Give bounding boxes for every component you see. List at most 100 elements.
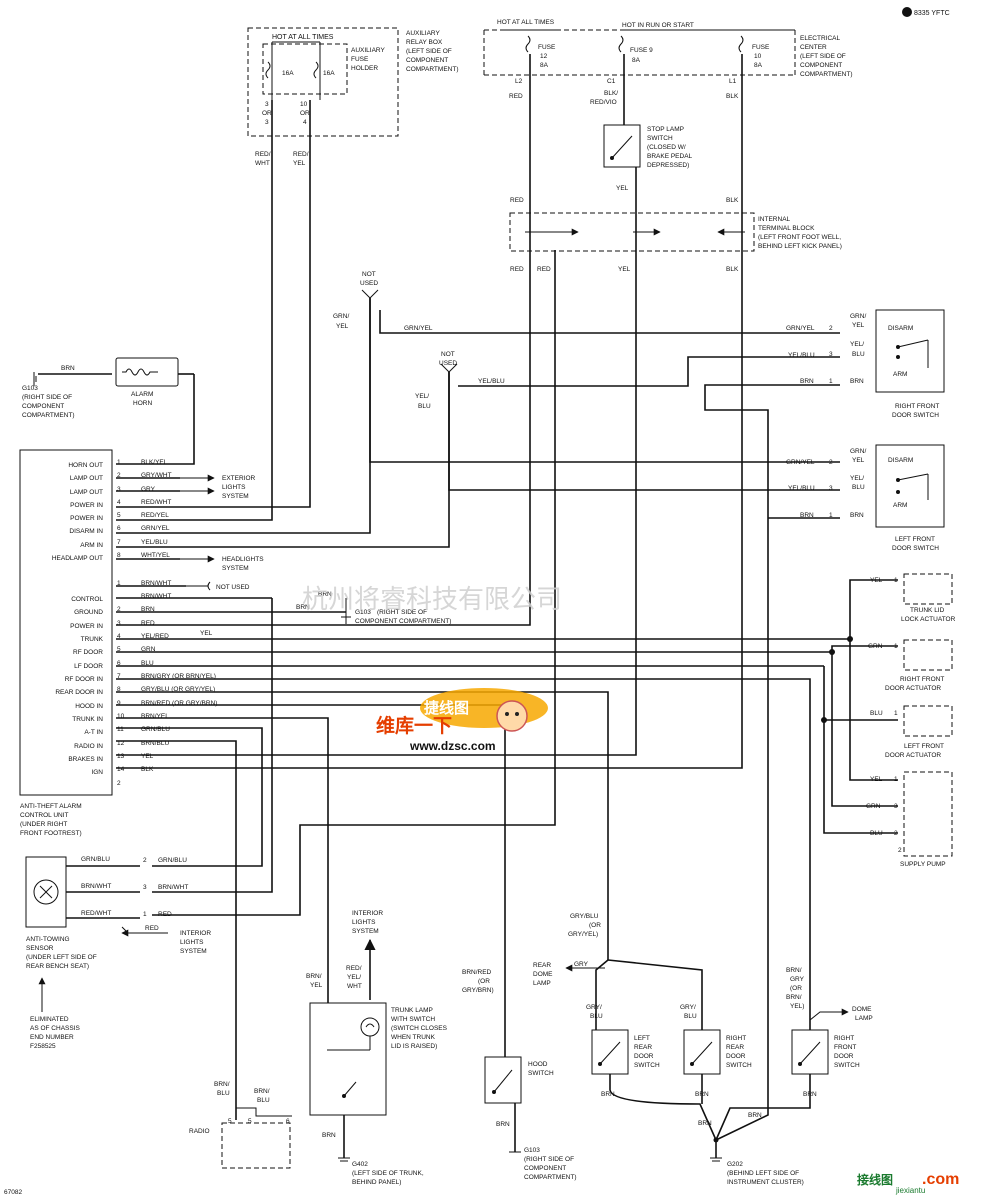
svg-text:YEL/: YEL/	[850, 475, 864, 482]
svg-text:WHT: WHT	[255, 160, 270, 167]
trunk-lamp-switch: BRN/ YEL RED/ YEL/ WHT INTERIOR LIGHTS S…	[306, 910, 448, 1186]
pin-wire-color: GRN	[141, 646, 156, 653]
svg-text:BRAKE PEDAL: BRAKE PEDAL	[647, 153, 693, 160]
svg-text:RED: RED	[509, 93, 523, 100]
svg-text:HOT IN RUN OR START: HOT IN RUN OR START	[622, 22, 694, 29]
svg-text:HEADLIGHTS: HEADLIGHTS	[222, 556, 264, 563]
pin-wire-color: WHT/YEL	[141, 552, 170, 559]
pin-number: 1	[117, 580, 121, 587]
pin-wire-color: GRN/YEL	[141, 525, 170, 532]
pin-name: CONTROL	[71, 596, 103, 603]
svg-text:FUSE: FUSE	[351, 56, 369, 63]
svg-text:(LEFT SIDE OF: (LEFT SIDE OF	[406, 48, 452, 55]
pin-wire-color: YEL/BLU	[141, 539, 168, 546]
svg-text:RED/: RED/	[346, 965, 362, 972]
svg-text:RED/VIO: RED/VIO	[590, 99, 617, 106]
svg-text:BRN: BRN	[296, 604, 310, 611]
pin-number: 7	[117, 539, 121, 546]
left-front-door-actuator: BLU 1 LEFT FRONT DOOR ACTUATOR	[870, 705, 953, 759]
auxiliary-relay-box: HOT AT ALL TIMES 16A 16A AUXILIARY FUSE …	[247, 27, 458, 167]
svg-text:REAR BENCH SEAT): REAR BENCH SEAT)	[26, 963, 89, 970]
svg-text:RED/: RED/	[293, 151, 309, 158]
pin-wire-color: BRN	[141, 606, 155, 613]
svg-text:BRN: BRN	[698, 1120, 712, 1127]
svg-text:GRN/: GRN/	[333, 313, 349, 320]
svg-text:LOCK ACTUATOR: LOCK ACTUATOR	[901, 616, 956, 623]
svg-text:GRN/: GRN/	[850, 448, 866, 455]
svg-text:TERMINAL BLOCK: TERMINAL BLOCK	[758, 225, 815, 232]
pin-number: 13	[117, 753, 125, 760]
watermark-text: 杭州将睿科技有限公司	[302, 584, 562, 614]
pin-wire-color: BLK/YEL	[141, 459, 168, 466]
svg-text:INTERNAL: INTERNAL	[758, 216, 791, 223]
svg-text:DOOR ACTUATOR: DOOR ACTUATOR	[885, 685, 941, 692]
svg-text:GRN/: GRN/	[850, 313, 866, 320]
headlights-label: HEADLIGHTS SYSTEM	[180, 555, 264, 572]
svg-text:YEL/BLU: YEL/BLU	[788, 352, 815, 359]
trunk-lid-actuator: YEL 1 TRUNK LID LOCK ACTUATOR	[870, 573, 956, 623]
svg-text:BLK: BLK	[726, 93, 739, 100]
rear-door-switches: GRY/BLU (OR GRY/YEL) REAR DOME LAMP GRY …	[533, 913, 752, 1098]
pin-wire-color: RED	[141, 620, 155, 627]
svg-text:COMPARTMENT): COMPARTMENT)	[800, 71, 852, 78]
svg-text:BRN: BRN	[322, 1132, 336, 1139]
svg-text:GRY/BLU: GRY/BLU	[570, 913, 599, 920]
svg-text:REAR: REAR	[634, 1044, 652, 1051]
svg-text:GRY/: GRY/	[680, 1004, 696, 1011]
svg-text:COMPONENT: COMPONENT	[406, 57, 448, 64]
pin-number: 7	[117, 673, 121, 680]
svg-text:REAR: REAR	[533, 962, 551, 969]
pin-wire-color: BRN/BLU	[141, 740, 169, 747]
pin-wire-color: BRN/YEL	[141, 713, 169, 720]
svg-text:HOT AT ALL TIMES: HOT AT ALL TIMES	[272, 34, 334, 41]
svg-text:TRUNK LAMP: TRUNK LAMP	[391, 1007, 433, 1014]
svg-text:DISARM: DISARM	[888, 325, 913, 332]
svg-text:GRN/BLU: GRN/BLU	[158, 857, 187, 864]
svg-text:BLU: BLU	[852, 351, 865, 358]
svg-text:LEFT FRONT: LEFT FRONT	[904, 743, 944, 750]
svg-text:HOT AT ALL TIMES: HOT AT ALL TIMES	[497, 19, 555, 26]
svg-text:RED: RED	[510, 197, 524, 204]
pin-name: RF DOOR IN	[65, 676, 104, 683]
pin-number: 9	[117, 700, 121, 707]
svg-text:INTERIOR: INTERIOR	[180, 930, 211, 937]
pin-wire-color: BLU	[141, 660, 154, 667]
pin-number: 2	[117, 780, 121, 787]
pin-name: TRUNK	[81, 636, 104, 643]
exterior-lights-label: EXTERIOR LIGHTS SYSTEM	[180, 474, 256, 500]
svg-text:SENSOR: SENSOR	[26, 945, 54, 952]
pin-number: 11	[117, 726, 124, 733]
hood-switch: BRN/RED (OR GRY/BRN) HOOD SWITCH BRN G10…	[462, 969, 576, 1181]
svg-text:GRY: GRY	[574, 961, 589, 968]
svg-text:www.dzsc.com: www.dzsc.com	[409, 739, 496, 753]
svg-text:TRUNK LID: TRUNK LID	[910, 607, 945, 614]
svg-text:12: 12	[540, 53, 548, 60]
svg-text:BRN: BRN	[318, 591, 332, 598]
svg-text:LAMP: LAMP	[855, 1015, 873, 1022]
svg-text:BRN/: BRN/	[786, 994, 802, 1001]
svg-text:ARM: ARM	[893, 371, 907, 378]
svg-text:INSTRUMENT CLUSTER): INSTRUMENT CLUSTER)	[727, 1179, 804, 1186]
pin-number: 10	[117, 713, 125, 720]
svg-text:捷线图: 捷线图	[424, 699, 469, 717]
svg-text:LIGHTS: LIGHTS	[180, 939, 204, 946]
pin-number: 4	[117, 633, 121, 640]
svg-text:HORN: HORN	[133, 400, 152, 407]
svg-text:RIGHT: RIGHT	[726, 1035, 746, 1042]
svg-text:SWITCH: SWITCH	[528, 1070, 554, 1077]
svg-text:GRY/BRN): GRY/BRN)	[462, 987, 494, 994]
svg-text:6: 6	[286, 1118, 290, 1125]
pin-number: 5	[117, 646, 121, 653]
svg-text:(LEFT SIDE OF TRUNK,: (LEFT SIDE OF TRUNK,	[352, 1170, 424, 1177]
svg-text:COMPARTMENT): COMPARTMENT)	[406, 66, 458, 73]
svg-text:1: 1	[829, 512, 833, 519]
svg-text:RIGHT: RIGHT	[834, 1035, 854, 1042]
svg-text:COMPONENT: COMPONENT	[524, 1165, 566, 1172]
svg-text:AUXILIARY: AUXILIARY	[406, 30, 441, 37]
pin-number: 1	[117, 459, 121, 466]
svg-text:DOME: DOME	[533, 971, 553, 978]
svg-text:BRN/: BRN/	[306, 973, 322, 980]
pin-number: 12	[117, 740, 125, 747]
pin-name: RADIO IN	[74, 743, 103, 750]
